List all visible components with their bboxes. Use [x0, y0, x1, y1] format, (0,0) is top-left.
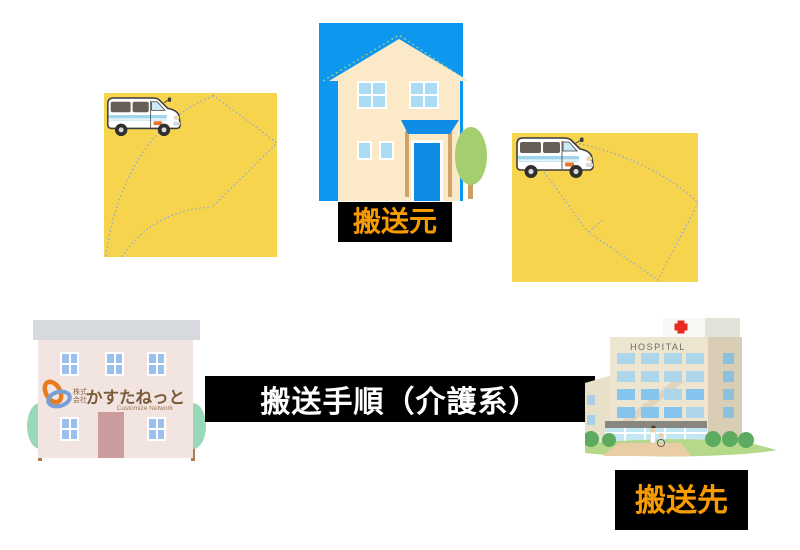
office-window	[60, 352, 166, 376]
destination-hospital-panel: HOSPITAL	[583, 303, 800, 465]
hospital-windows	[617, 353, 734, 418]
house-icon	[322, 34, 487, 201]
hospital-icon: HOSPITAL	[583, 318, 777, 457]
van-icon	[512, 133, 598, 183]
hospital-sign: HOSPITAL	[630, 342, 686, 352]
title-banner: 搬送手順（介護系）	[205, 376, 595, 422]
company-name: かすたねっと	[86, 388, 185, 407]
route-to-destination-panel	[512, 133, 698, 282]
origin-house-panel	[319, 23, 487, 201]
company-office-panel: 株式 会社 かすたねっと Customize Network	[27, 312, 209, 462]
tree-icon	[455, 127, 487, 199]
curved-arrow-up-right-icon	[105, 94, 277, 257]
origin-label-text: 搬送元	[352, 206, 437, 237]
destination-label: 搬送先	[615, 470, 748, 530]
company-subtitle: Customize Network	[117, 405, 174, 412]
origin-label: 搬送元	[338, 202, 452, 242]
route-to-origin-panel	[104, 93, 277, 257]
office-building-icon: 株式 会社 かすたねっと Customize Network	[27, 320, 206, 461]
office-window	[60, 417, 166, 441]
bush-icon	[583, 431, 754, 448]
caregiver-wheelchair-icon	[650, 425, 666, 448]
office-door	[98, 412, 124, 458]
van-icon	[104, 93, 184, 141]
title-banner-text: 搬送手順（介護系）	[260, 386, 540, 419]
house-window	[357, 81, 439, 109]
red-cross-icon	[674, 320, 688, 334]
destination-label-text: 搬送先	[635, 482, 728, 518]
company-logo: 株式 会社 かすたねっと Customize Network	[42, 379, 185, 412]
company-prefix-line1: 株式	[73, 387, 87, 396]
company-prefix-line2: 会社	[73, 395, 87, 404]
